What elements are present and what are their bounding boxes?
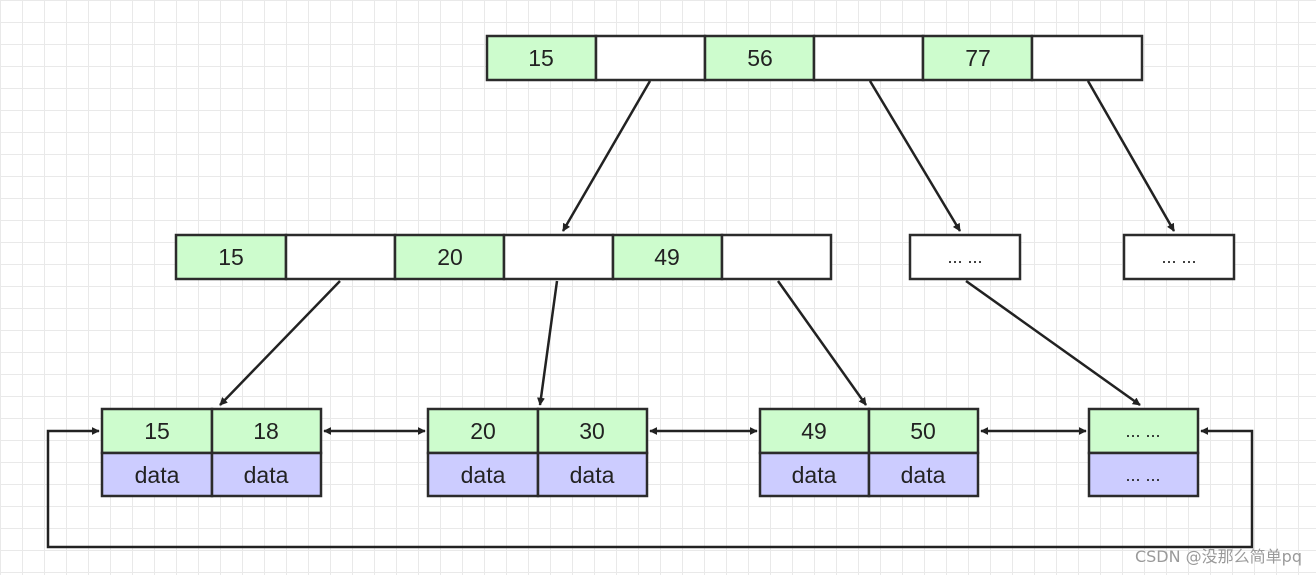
internal-pointer-cell-3 — [720, 233, 833, 281]
placeholder-node-1: ... ... — [908, 233, 1022, 281]
circular-link-loop — [46, 427, 1254, 549]
root-key-cell-1 — [485, 34, 598, 82]
leaf-node-3: 49 50 data data — [758, 407, 980, 498]
leaf-node-1: 15 18 data data — [100, 407, 323, 498]
root-pointer-cell-3 — [1030, 34, 1144, 82]
leaf-1-key-1: 15 — [144, 418, 170, 444]
leaf-4-key: ... ... — [1125, 421, 1160, 441]
arrow-root-to-placeholder-1 — [868, 80, 962, 232]
arrow-internal-to-leaf-2 — [537, 280, 559, 406]
arrow-placeholder-to-leaf-4 — [965, 279, 1141, 407]
arrow-internal-to-leaf-3 — [776, 280, 868, 406]
leaf-3-data-cell-1 — [758, 451, 871, 498]
internal-key-cell-3 — [611, 233, 724, 281]
placeholder-text-2: ... ... — [1161, 247, 1196, 267]
leaf-2-key-1: 20 — [470, 418, 496, 444]
placeholder-cell-2 — [1122, 233, 1236, 281]
internal-pointer-cell-1 — [284, 233, 397, 281]
root-key-3: 77 — [965, 45, 991, 71]
leaf-2-data-cell-2 — [536, 451, 649, 498]
placeholder-text-1: ... ... — [947, 247, 982, 267]
internal-key-2: 20 — [437, 244, 463, 270]
internal-pointer-cell-2 — [502, 233, 615, 281]
leaf-1-data-cell-2 — [210, 451, 323, 498]
placeholder-node-2: ... ... — [1122, 233, 1236, 281]
leaf-3-key-1: 49 — [801, 418, 827, 444]
leaf-1-key-2: 18 — [253, 418, 279, 444]
leaf-3-data-2: data — [901, 462, 946, 488]
internal-key-3: 49 — [654, 244, 680, 270]
root-key-cell-3 — [921, 34, 1034, 82]
watermark-text: CSDN @没那么简单pq — [1135, 547, 1302, 566]
leaf-3-data-1: data — [792, 462, 837, 488]
leaf-2-data-1: data — [461, 462, 506, 488]
internal-key-cell-2 — [393, 233, 506, 281]
placeholder-cell-1 — [908, 233, 1022, 281]
root-key-cell-2 — [703, 34, 816, 82]
leaf-node-4: ... ... ... ... — [1087, 407, 1200, 498]
root-key-1: 15 — [528, 45, 554, 71]
leaf-3-data-cell-2 — [867, 451, 980, 498]
leaf-2-key-2: 30 — [579, 418, 605, 444]
leaf-4-data-cell — [1087, 451, 1200, 498]
root-node: 15 56 77 — [485, 34, 1144, 82]
leaf-node-2: 20 30 data data — [426, 407, 649, 498]
leaf-2-data-2: data — [570, 462, 615, 488]
arrow-root-to-internal — [561, 80, 652, 232]
root-key-2: 56 — [747, 45, 773, 71]
leaf-4-data: ... ... — [1125, 465, 1160, 485]
arrow-internal-to-leaf-1 — [219, 280, 341, 406]
leaf-1-data-1: data — [135, 462, 180, 488]
root-pointer-cell-2 — [812, 34, 925, 82]
leaf-1-data-2: data — [244, 462, 289, 488]
arrow-root-to-placeholder-2 — [1086, 80, 1176, 232]
internal-key-1: 15 — [218, 244, 244, 270]
internal-node: 15 20 49 — [174, 233, 833, 281]
root-pointer-cell-1 — [594, 34, 707, 82]
leaf-3-key-2: 50 — [910, 418, 936, 444]
